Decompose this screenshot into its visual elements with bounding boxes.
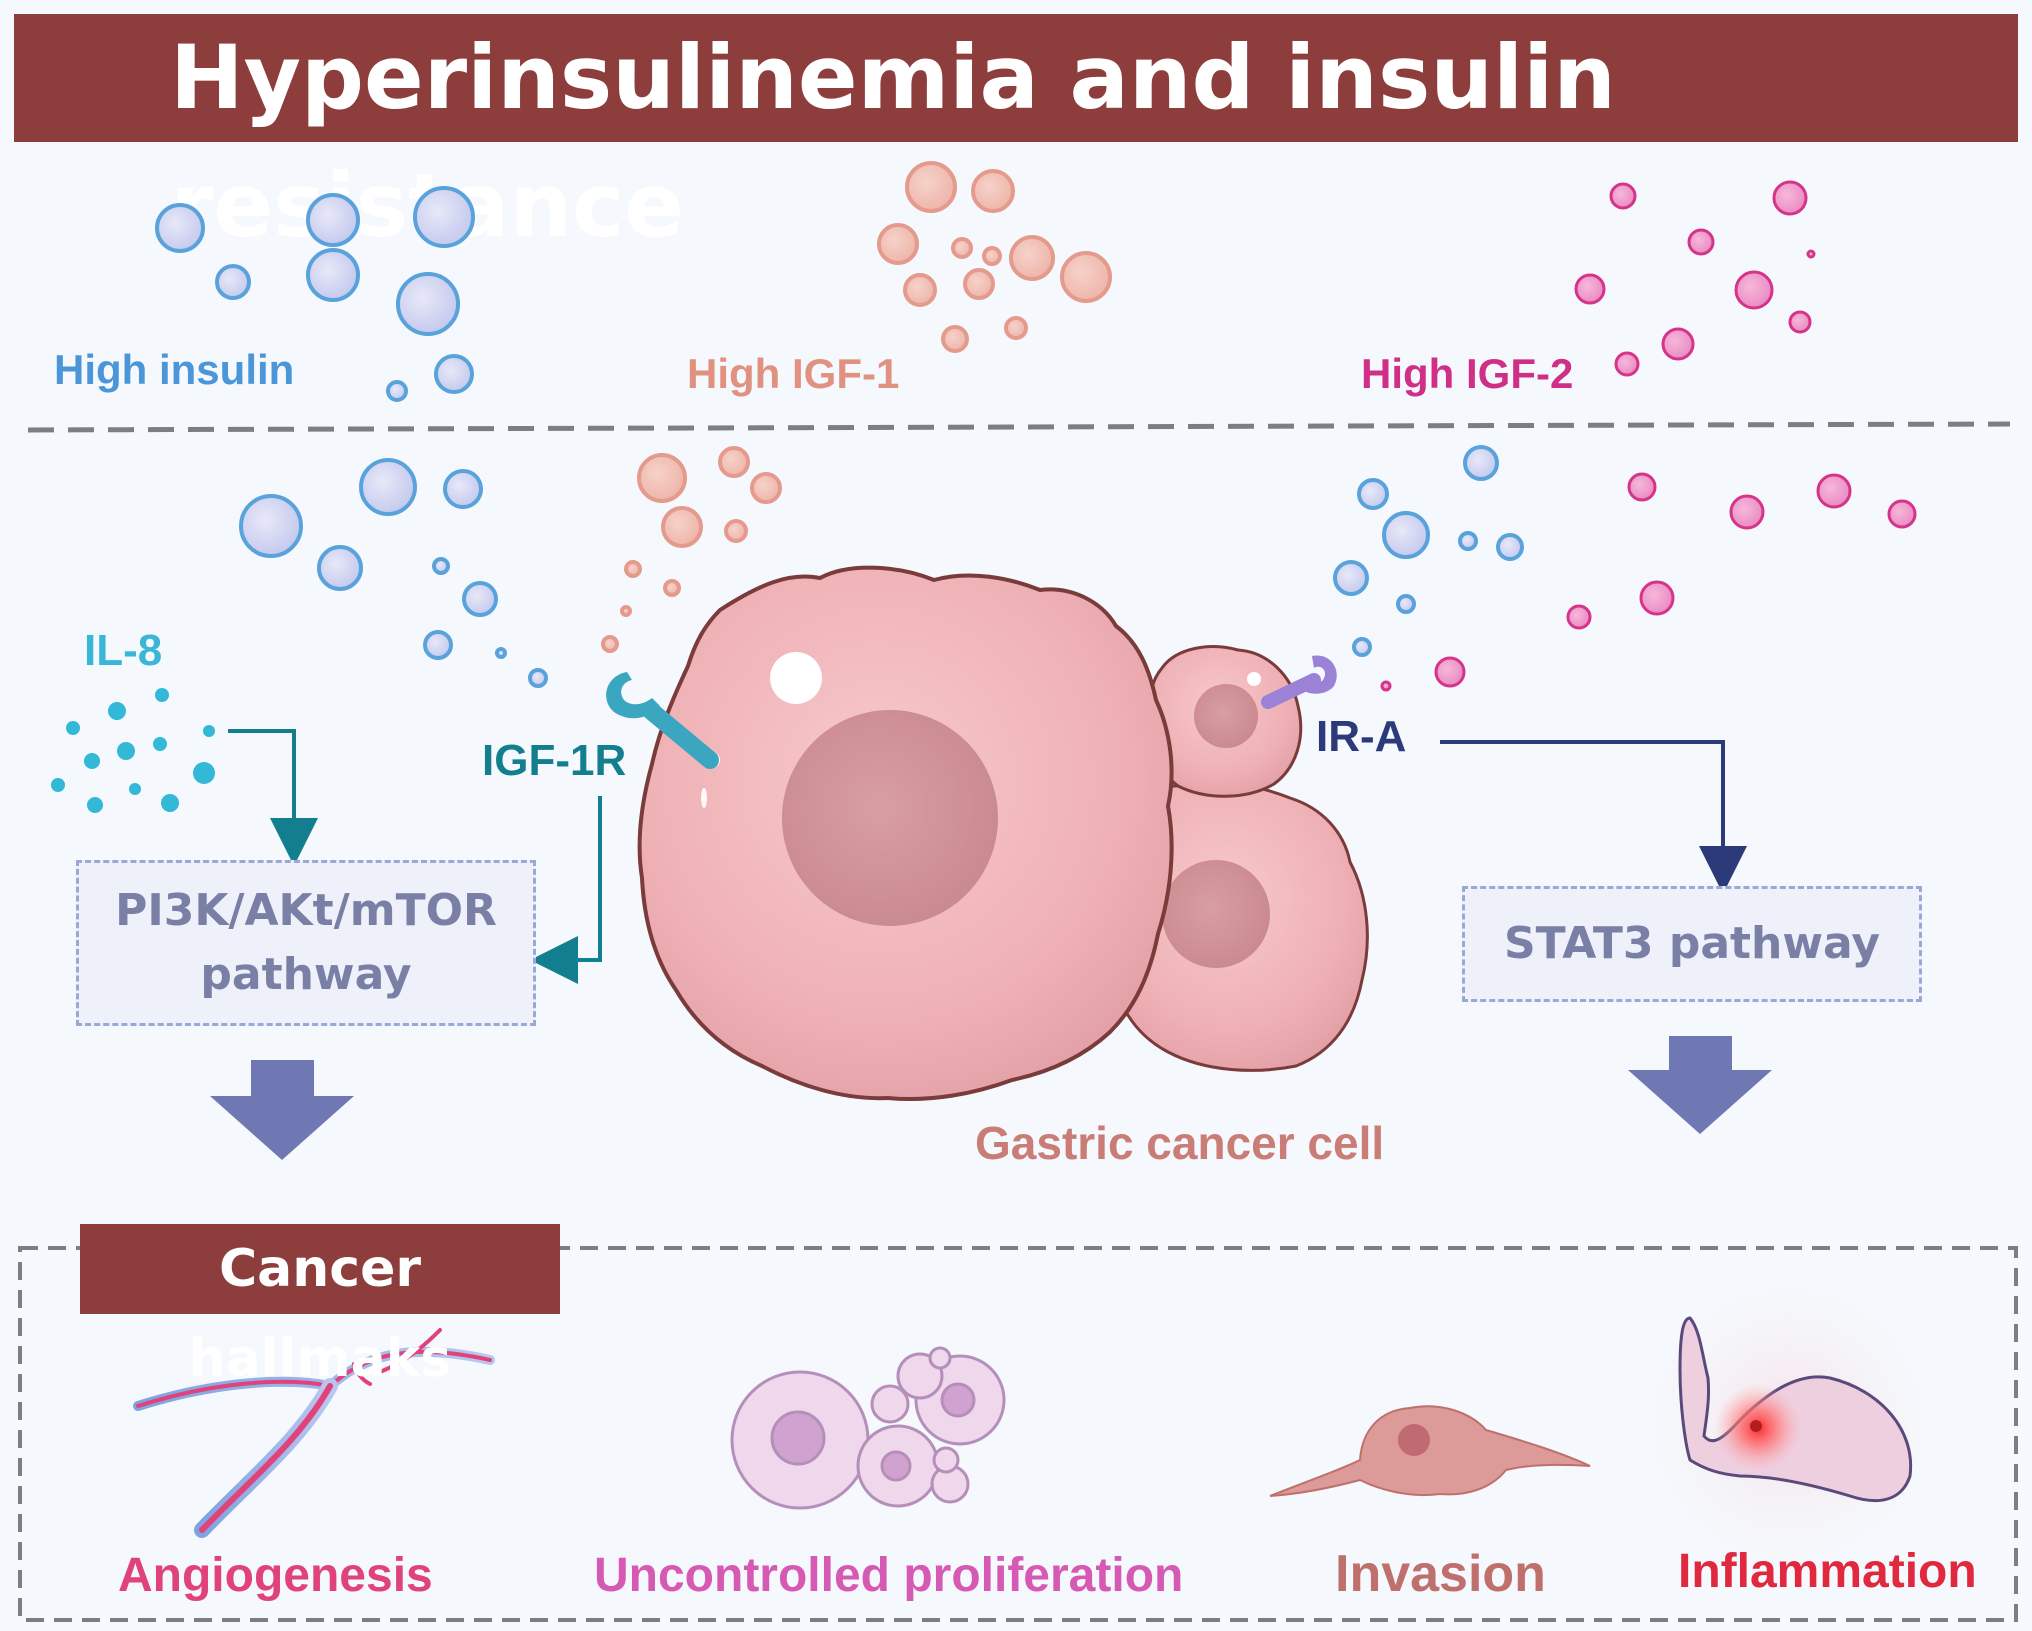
label-ira: IR-A [1316,712,1407,761]
label-inflammation: Inflammation [1678,1545,1977,1598]
il8-dots [51,688,215,813]
top-insulin-bubbles [155,186,475,402]
invasion-icon [1269,1405,1591,1497]
top-igf1-bubbles [877,161,1112,353]
label-angiogenesis: Angiogenesis [118,1549,433,1602]
top-separator [27,421,2011,433]
right-down-arrow [1628,1036,1772,1134]
title-banner: Hyperinsulinemia and insulin resistance [14,14,2018,257]
pi3k-line2: pathway [200,949,412,1000]
inflammation-icon [1628,1264,1948,1584]
label-il8: IL-8 [84,626,163,675]
label-high-insulin: High insulin [54,346,295,393]
stat3-label: STAT3 pathway [1503,918,1881,970]
label-igf1r: IGF-1R [482,736,627,785]
proliferation-icon [730,1346,1006,1510]
pi3k-line1: PI3K/AKt/mTOR [115,885,497,937]
pi3k-pathway-box: PI3K/AKt/mTOR pathway [76,860,536,1026]
ira-receptor [1261,655,1337,709]
mid-igf2-bubbles [1380,472,1917,692]
ira-arrow [1440,740,1747,894]
angiogenesis-icon [133,1328,495,1538]
page-title: Hyperinsulinemia and insulin resistance [170,26,1616,257]
stat3-pathway-box: STAT3 pathway [1462,886,1922,1002]
label-invasion: Invasion [1335,1545,1546,1603]
small-cell-top [1148,645,1303,798]
small-cell-bottom [1108,781,1369,1072]
hallmarks-box [18,1246,2018,1622]
label-uncontrolled-proliferation: Uncontrolled proliferation [594,1549,1184,1602]
label-gastric-cancer-cell: Gastric cancer cell [975,1117,1385,1169]
igf1r-receptor [606,672,719,769]
il8-arrow [228,729,318,866]
top-igf2-bubbles [1574,180,1816,377]
mid-igf1-bubbles [601,446,782,653]
mid-insulin-bubbles [239,458,548,688]
left-down-arrow [210,1060,354,1160]
hallmarks-title-text: Cancer hallmaks [188,1239,452,1389]
gastric-cancer-cell [637,565,1174,1102]
igf1r-arrow [530,796,602,984]
label-high-igf1: High IGF-1 [687,350,900,397]
hallmarks-title: Cancer hallmaks [80,1224,560,1389]
mid-right-insulin-bubbles [1333,445,1524,657]
label-high-igf2: High IGF-2 [1361,350,1574,397]
